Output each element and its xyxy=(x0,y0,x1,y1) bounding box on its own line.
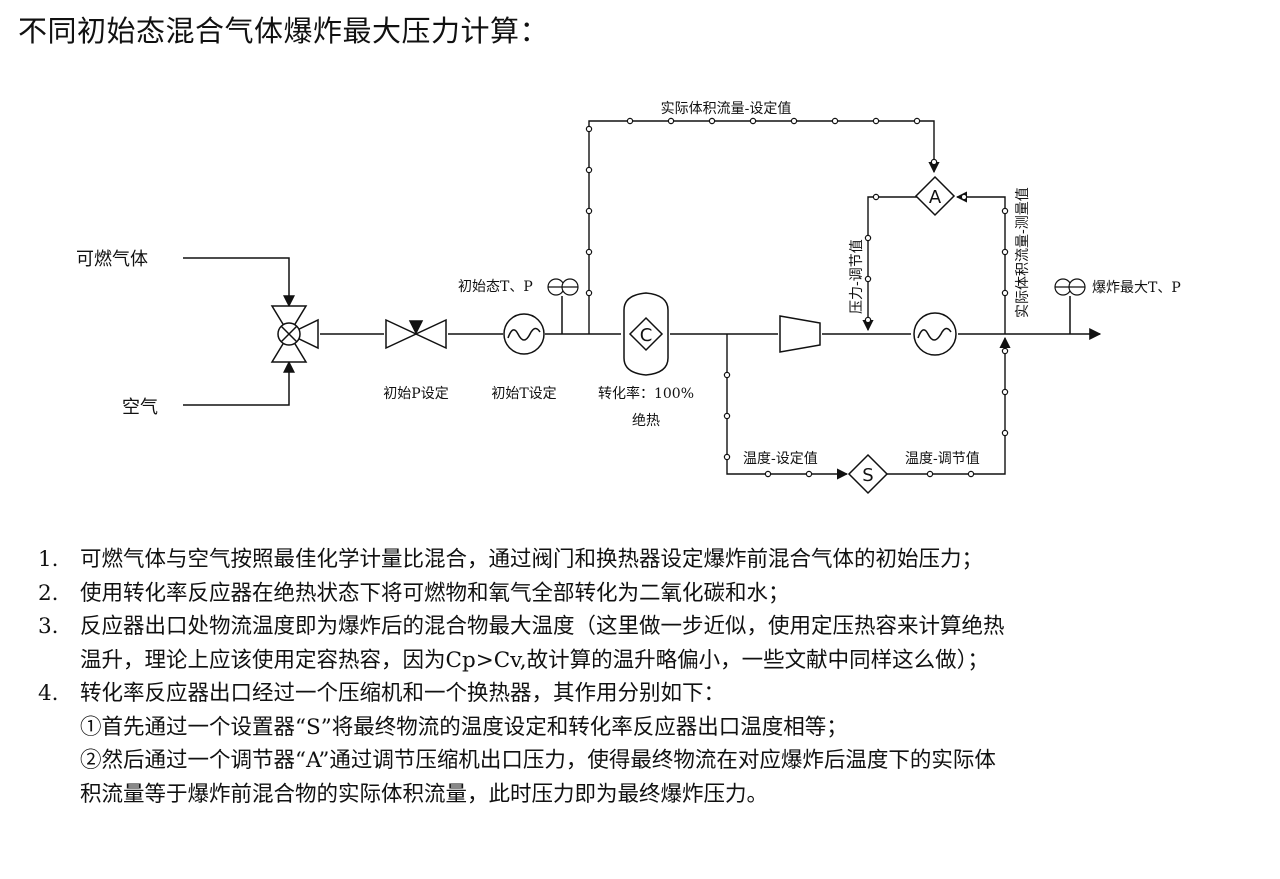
signal-dot xyxy=(967,470,975,478)
signal-dot xyxy=(585,248,593,256)
signal-dot xyxy=(1001,429,1009,437)
adjuster-a-icon xyxy=(914,175,956,217)
volume-flow-setpoint-label: 实际体积流量-设定值 xyxy=(661,101,792,117)
adjuster-letter: A xyxy=(929,187,942,208)
note-3-cont: 温升，理论上应该使用定容热容，因为Cp>Cv,故计算的温升略偏小，一些文献中同样… xyxy=(80,647,989,673)
mixer-valve-icon xyxy=(270,305,319,363)
note-4-2-cont: 积流量等于爆炸前混合物的实际体积流量，此时压力即为最终爆炸压力。 xyxy=(80,781,769,807)
signal-dot xyxy=(960,193,968,201)
compressor-icon xyxy=(779,315,821,353)
pressure-regulate-signal xyxy=(862,196,917,332)
initial-state-label: 初始态T、P xyxy=(458,278,533,295)
air-label: 空气 xyxy=(122,397,158,418)
signal-dot xyxy=(864,316,872,324)
notes: 1.可燃气体与空气按照最佳化学计量比混合，通过阀门和换热器设定爆炸前混合气体的初… xyxy=(38,543,1268,811)
note-4-1: ①首先通过一个设置器“S”将最终物流的温度设定和转化率反应器出口温度相等； xyxy=(80,714,848,740)
note-4: 4.转化率反应器出口经过一个压缩机和一个换热器，其作用分别如下： xyxy=(38,681,726,706)
signal-dot xyxy=(930,158,938,166)
signal-dot xyxy=(585,207,593,215)
signal-dot xyxy=(1001,207,1009,215)
signal-dot xyxy=(1001,248,1009,256)
signal-dot xyxy=(749,117,757,125)
signal-dot xyxy=(585,166,593,174)
signal-dot xyxy=(926,470,934,478)
temperature-setpoint-label: 温度-设定值 xyxy=(743,451,818,467)
adiabatic-label: 绝热 xyxy=(632,413,660,429)
note-4-2: ②然后通过一个调节器“A”通过调节压缩机出口压力，使得最终物流在对应爆炸后温度下… xyxy=(80,748,996,773)
pressure-valve-icon xyxy=(385,318,447,350)
initial-p-label: 初始P设定 xyxy=(383,385,448,402)
page-title: 不同初始态混合气体爆炸最大压力计算： xyxy=(18,14,550,48)
signal-dot xyxy=(708,117,716,125)
signal-dot xyxy=(723,412,731,420)
setter-s-icon xyxy=(847,453,889,495)
signal-dot xyxy=(790,117,798,125)
signal-dot xyxy=(1001,289,1009,297)
note-3: 3.反应器出口处物流温度即为爆炸后的混合物最大温度（这里做一步近似，使用定压热容… xyxy=(38,614,1005,639)
signal-dot xyxy=(872,117,880,125)
signal-dot xyxy=(667,117,675,125)
heater-1-icon xyxy=(503,313,545,355)
air-line xyxy=(183,360,295,406)
volume-flow-measured-label: 实际体积流量-测量值 xyxy=(1015,187,1031,318)
pressure-regulate-label: 压力-调节值 xyxy=(849,239,865,314)
conversion-reactor-icon xyxy=(623,292,669,376)
signal-dot xyxy=(723,453,731,461)
note-2: 2.使用转化率反应器在绝热状态下将可燃物和氧气全部转化为二氧化碳和水； xyxy=(38,580,790,606)
initial-tp-sensor-icon xyxy=(547,278,579,296)
note-1: 1.可燃气体与空气按照最佳化学计量比混合，通过阀门和换热器设定爆炸前混合气体的初… xyxy=(38,547,984,572)
signal-dot xyxy=(872,193,880,201)
initial-t-label: 初始T设定 xyxy=(491,385,556,402)
signal-dot xyxy=(1001,388,1009,396)
reactor-letter: C xyxy=(640,325,653,346)
signal-dot xyxy=(805,470,813,478)
signal-dots xyxy=(585,117,1009,478)
combustible-gas-label: 可燃气体 xyxy=(76,249,148,270)
signal-dot xyxy=(585,125,593,133)
temperature-regulate-signal xyxy=(887,336,1011,475)
explosion-max-label: 爆炸最大T、P xyxy=(1092,280,1181,296)
heater-2-icon xyxy=(913,312,957,356)
signal-dot xyxy=(723,371,731,379)
temperature-regulate-label: 温度-调节值 xyxy=(905,451,980,467)
signal-dot xyxy=(764,470,772,478)
volume-flow-setpoint-signal xyxy=(588,120,940,334)
signal-dot xyxy=(913,117,921,125)
final-tp-sensor-icon xyxy=(1054,278,1086,296)
conversion-rate-label: 转化率：100% xyxy=(598,385,694,402)
combustible-gas-line xyxy=(183,257,295,308)
volume-flow-measured-signal xyxy=(955,191,1006,334)
setter-letter: S xyxy=(862,465,873,486)
signal-dot xyxy=(864,275,872,283)
signal-dot xyxy=(864,234,872,242)
signal-dot xyxy=(831,117,839,125)
signal-dot xyxy=(585,289,593,297)
signal-dot xyxy=(1001,347,1009,355)
signal-dot xyxy=(626,117,634,125)
